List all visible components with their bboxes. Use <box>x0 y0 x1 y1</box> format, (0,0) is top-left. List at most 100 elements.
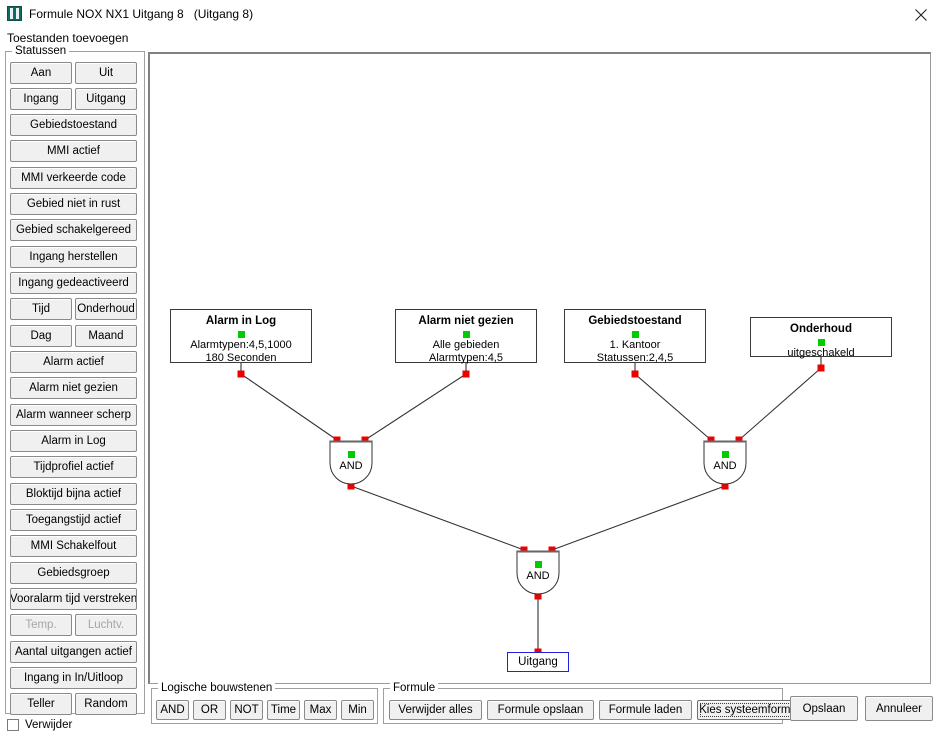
status-button-gebied-schakelgereed[interactable]: Gebied schakelgereed <box>10 219 137 241</box>
gate-input-port <box>707 436 715 444</box>
node-output-port <box>237 370 245 378</box>
button-label: Tijdprofiel actief <box>33 461 114 473</box>
node-detail-line: 180 Seconden <box>205 352 277 364</box>
button-label: Formule opslaan <box>497 704 584 716</box>
gate-shape <box>329 440 373 485</box>
formule-button-formule-laden[interactable]: Formule laden <box>599 700 692 720</box>
status-button-toegangstijd-actief[interactable]: Toegangstijd actief <box>10 509 137 531</box>
logic-button-or[interactable]: OR <box>193 700 226 720</box>
status-button-tijd[interactable]: Tijd <box>10 298 72 320</box>
button-label: Temp. <box>25 619 57 631</box>
gate-input-port <box>361 436 369 444</box>
status-button-random[interactable]: Random <box>75 693 137 715</box>
status-button-alarm-wanneer-scherp[interactable]: Alarm wanneer scherp <box>10 404 137 426</box>
formule-button-formule-opslaan[interactable]: Formule opslaan <box>487 700 594 720</box>
gate-and-gate-right[interactable]: AND <box>703 440 747 486</box>
button-label: Dag <box>30 330 52 342</box>
verwijder-checkbox[interactable] <box>7 719 19 731</box>
status-button-maand[interactable]: Maand <box>75 325 137 347</box>
wire <box>738 367 822 441</box>
status-button-gebiedsgroep[interactable]: Gebiedsgroep <box>10 562 137 584</box>
close-icon[interactable] <box>899 0 945 28</box>
button-label: Aantal uitgangen actief <box>14 646 132 658</box>
button-label: Annuleer <box>875 702 923 715</box>
verwijder-label: Verwijder <box>25 719 73 731</box>
gate-and-gate-final[interactable]: AND <box>516 550 560 596</box>
status-button-alarm-in-log[interactable]: Alarm in Log <box>10 430 137 452</box>
logic-button-min[interactable]: Min <box>341 700 374 720</box>
status-button-alarm-niet-gezien[interactable]: Alarm niet gezien <box>10 377 137 399</box>
status-button-ingang-gedeactiveerd[interactable]: Ingang gedeactiveerd <box>10 272 137 294</box>
button-label: Luchtv. <box>87 619 125 631</box>
gate-label: AND <box>526 570 550 582</box>
status-button-tijdprofiel-actief[interactable]: Tijdprofiel actief <box>10 456 137 478</box>
status-button-onderhoud[interactable]: Onderhoud <box>75 298 137 320</box>
status-button-mmi-verkeerde-code[interactable]: MMI verkeerde code <box>10 167 137 189</box>
status-button-teller[interactable]: Teller <box>10 693 72 715</box>
status-led <box>462 331 470 338</box>
logic-button-time[interactable]: Time <box>267 700 300 720</box>
button-label: Opslaan <box>802 702 846 715</box>
status-button-uitgang[interactable]: Uitgang <box>75 88 137 110</box>
node-detail-line: Alarmtypen:4,5,1000 <box>190 339 292 351</box>
status-button-mmi-actief[interactable]: MMI actief <box>10 140 137 162</box>
status-button-bloktijd-bijna-actief[interactable]: Bloktijd bijna actief <box>10 483 137 505</box>
gate-and-gate-left[interactable]: AND <box>329 440 373 486</box>
verwijder-checkbox-row[interactable]: Verwijder <box>7 717 72 733</box>
status-button-aantal-uitgangen-actief[interactable]: Aantal uitgangen actief <box>10 641 137 663</box>
button-label: Toegangstijd actief <box>25 514 122 526</box>
button-label: Alarm niet gezien <box>29 382 118 394</box>
button-label: Kies systeemformule <box>699 704 806 716</box>
button-label: Random <box>84 698 128 710</box>
output-label: Uitgang <box>518 656 558 668</box>
status-button-aan[interactable]: Aan <box>10 62 72 84</box>
node-output-port <box>631 370 639 378</box>
node-output-uitgang[interactable]: Uitgang <box>507 652 569 672</box>
logic-button-and[interactable]: AND <box>156 700 189 720</box>
logic-button-not[interactable]: NOT <box>230 700 263 720</box>
button-label: Gebiedstoestand <box>30 119 117 131</box>
status-button-gebied-niet-in-rust[interactable]: Gebied niet in rust <box>10 193 137 215</box>
button-label: Min <box>348 704 367 716</box>
status-button-vooralarm-tijd-verstreken[interactable]: Vooralarm tijd verstreken <box>10 588 137 610</box>
status-button-ingang-in-in-uitloop[interactable]: Ingang in In/Uitloop <box>10 667 137 689</box>
button-label: Uit <box>98 67 114 79</box>
status-led <box>237 331 245 338</box>
formule-label: Formule <box>390 682 439 694</box>
button-label: Ingang <box>23 93 59 105</box>
node-title: Gebiedstoestand <box>588 315 682 327</box>
status-button-gebiedstoestand[interactable]: Gebiedstoestand <box>10 114 137 136</box>
action-button-opslaan[interactable]: Opslaan <box>790 696 858 721</box>
action-button-annuleer[interactable]: Annuleer <box>865 696 933 721</box>
status-button-temp: Temp. <box>10 614 72 636</box>
wire <box>350 485 525 551</box>
node-detail-line: Statussen:2,4,5 <box>596 352 674 364</box>
button-label: Alarm wanneer scherp <box>15 409 132 421</box>
status-button-dag[interactable]: Dag <box>10 325 72 347</box>
page-subtitle: Toestanden toevoegen <box>7 31 129 45</box>
button-label: MMI actief <box>46 145 101 157</box>
button-label: Onderhoud <box>77 303 135 315</box>
app-bars-icon <box>7 6 22 21</box>
logic-button-max[interactable]: Max <box>304 700 337 720</box>
gate-output-port <box>534 592 542 600</box>
status-button-mmi-schakelfout[interactable]: MMI Schakelfout <box>10 535 137 557</box>
node-detail-line: uitgeschakeld <box>787 347 855 359</box>
wire <box>364 373 467 441</box>
wire <box>240 373 338 441</box>
status-button-alarm-actief[interactable]: Alarm actief <box>10 351 137 373</box>
formule-button-verwijder-alles[interactable]: Verwijder alles <box>389 700 482 720</box>
gate-input-port <box>735 436 743 444</box>
status-button-ingang-herstellen[interactable]: Ingang herstellen <box>10 246 137 268</box>
wire <box>551 485 726 551</box>
status-button-ingang[interactable]: Ingang <box>10 88 72 110</box>
node-detail-line: Alle gebieden <box>432 339 500 351</box>
status-button-uit[interactable]: Uit <box>75 62 137 84</box>
status-led <box>817 339 825 346</box>
node-title: Alarm in Log <box>205 315 277 327</box>
